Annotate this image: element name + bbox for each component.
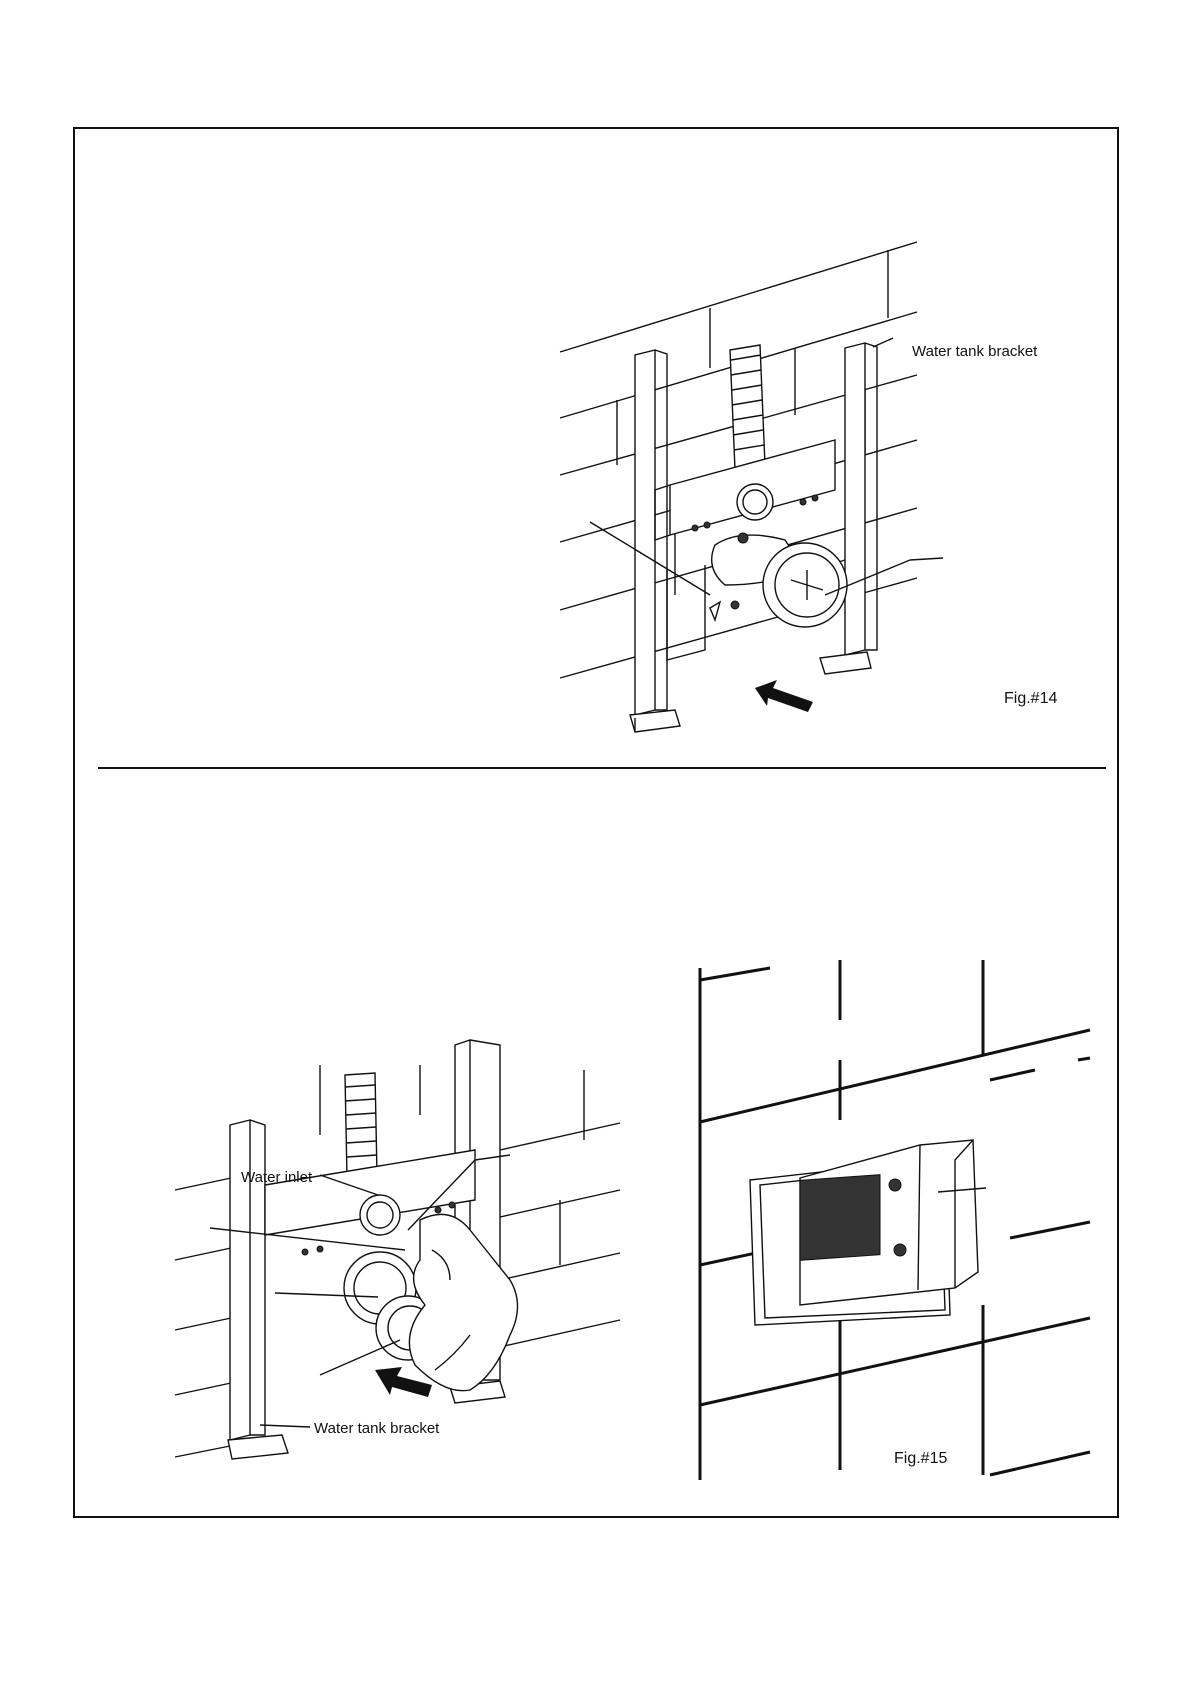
fig14-label-water-tank-bracket: Water tank bracket — [912, 343, 1037, 360]
fig15-caption: Fig.#15 — [894, 1450, 947, 1467]
section-divider — [98, 767, 1106, 769]
fig14-illustration — [555, 240, 955, 740]
fig15-flex-pipe — [345, 1073, 377, 1178]
fig14-caption: Fig.#14 — [1004, 690, 1057, 707]
fig14-direction-arrow — [755, 680, 813, 712]
fig14-outlet-pipe — [710, 533, 847, 627]
fig14-right-post — [820, 343, 877, 674]
fig15-wall-box — [750, 1140, 986, 1325]
fig15-label-water-tank-bracket: Water tank bracket — [314, 1420, 439, 1437]
fig15-wall-box-illustration — [690, 960, 1100, 1480]
fig15-label-water-inlet: Water inlet — [241, 1169, 312, 1186]
fig15-hand — [409, 1214, 517, 1390]
fig14-flex-pipe — [730, 345, 765, 470]
fig14-left-post — [630, 350, 680, 732]
